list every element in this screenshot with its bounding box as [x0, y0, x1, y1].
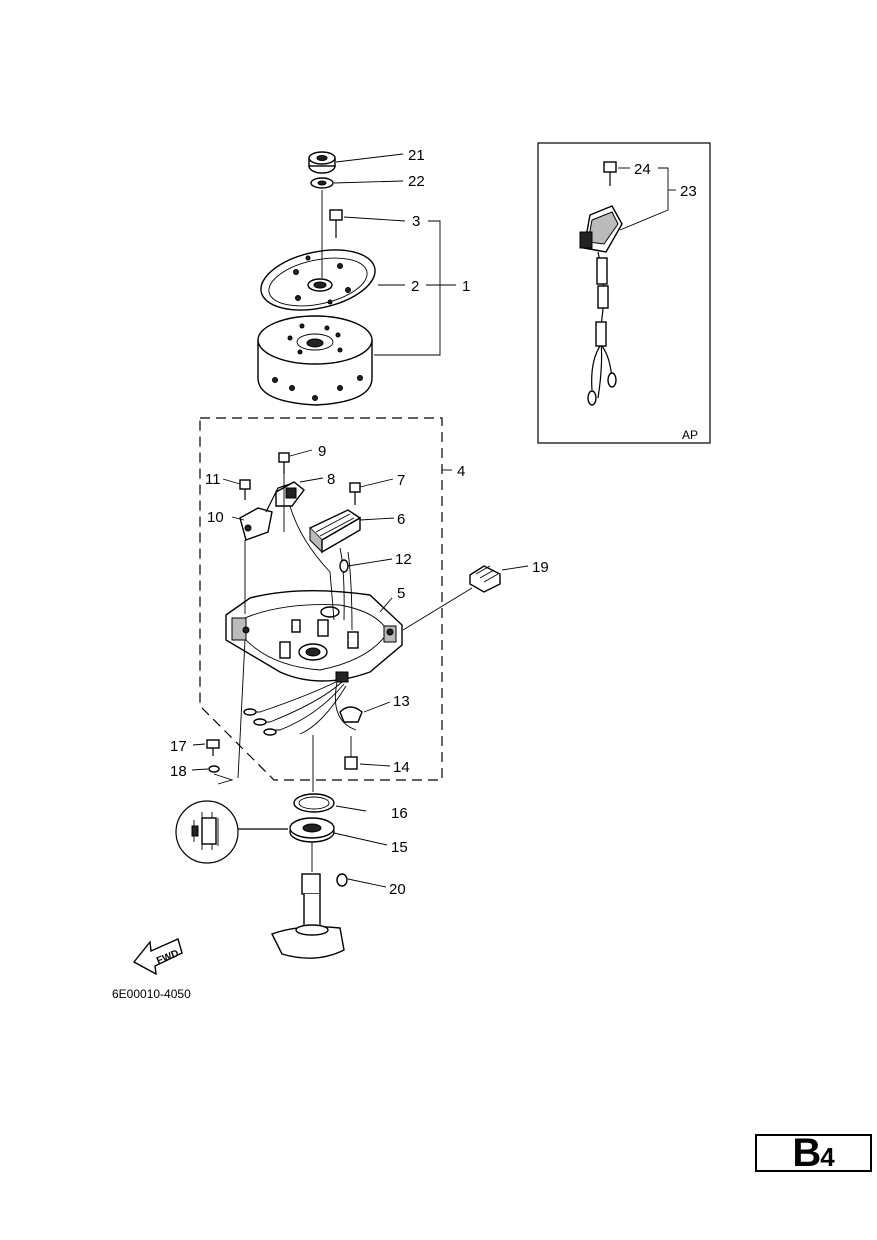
figure-code: 6E00010-4050 [112, 987, 191, 1001]
bolt-3 [329, 209, 343, 238]
bearing-15 [289, 817, 335, 843]
callout-12: 12 [395, 551, 412, 568]
callout-9: 9 [318, 443, 326, 460]
ap-label: AP [682, 428, 698, 442]
callout-17: 17 [170, 738, 187, 755]
rectifier-19 [469, 565, 501, 593]
callout-3: 3 [412, 213, 420, 230]
screw-9 [278, 452, 290, 474]
callout-8: 8 [327, 471, 335, 488]
inset-screw-24 [603, 161, 617, 186]
page-id-number: 4 [820, 1141, 835, 1172]
washer-18 [208, 765, 220, 773]
grommet-12 [339, 559, 349, 573]
screw-11 [239, 479, 251, 500]
key-20 [336, 873, 348, 887]
shaft [271, 842, 345, 959]
coil-8 [275, 481, 305, 507]
o-ring-16 [293, 793, 335, 813]
screw-7 [349, 482, 361, 505]
flywheel-nut-21 [308, 151, 336, 174]
callout-4: 4 [457, 463, 465, 480]
bracket-10 [239, 483, 291, 541]
detail-circle [175, 800, 288, 864]
callout-2: 2 [411, 278, 419, 295]
bolt-17 [206, 739, 220, 756]
clamp-13 [339, 706, 363, 723]
base-plate-5 [225, 589, 403, 682]
callout-22: 22 [408, 173, 425, 190]
page-id-letter: B [792, 1130, 821, 1175]
callout-14: 14 [393, 759, 410, 776]
group-4-dashed-outline [199, 417, 443, 781]
callout-10: 10 [207, 509, 224, 526]
fwd-arrow: FWD [132, 938, 183, 976]
inset-switch-23 [579, 205, 623, 406]
nut-14 [344, 736, 358, 770]
flywheel-body [257, 315, 373, 406]
flywheel-cover-2 [260, 190, 376, 311]
ap-inset-frame [537, 142, 711, 444]
callout-5: 5 [397, 585, 405, 602]
callout-16: 16 [391, 805, 408, 822]
callout-7: 7 [397, 472, 405, 489]
callout-1: 1 [462, 278, 470, 295]
callout-15: 15 [391, 839, 408, 856]
callout-21: 21 [408, 147, 425, 164]
callout-24: 24 [634, 161, 651, 178]
washer-22 [310, 177, 334, 189]
callout-23: 23 [680, 183, 697, 200]
callout-19: 19 [532, 559, 549, 576]
callout-6: 6 [397, 511, 405, 528]
callout-11: 11 [205, 471, 221, 488]
callout-18: 18 [170, 763, 187, 780]
callout-20: 20 [389, 881, 406, 898]
page-id-box: B 4 [755, 1131, 872, 1175]
callout-13: 13 [393, 693, 410, 710]
coil-6 [308, 509, 362, 554]
